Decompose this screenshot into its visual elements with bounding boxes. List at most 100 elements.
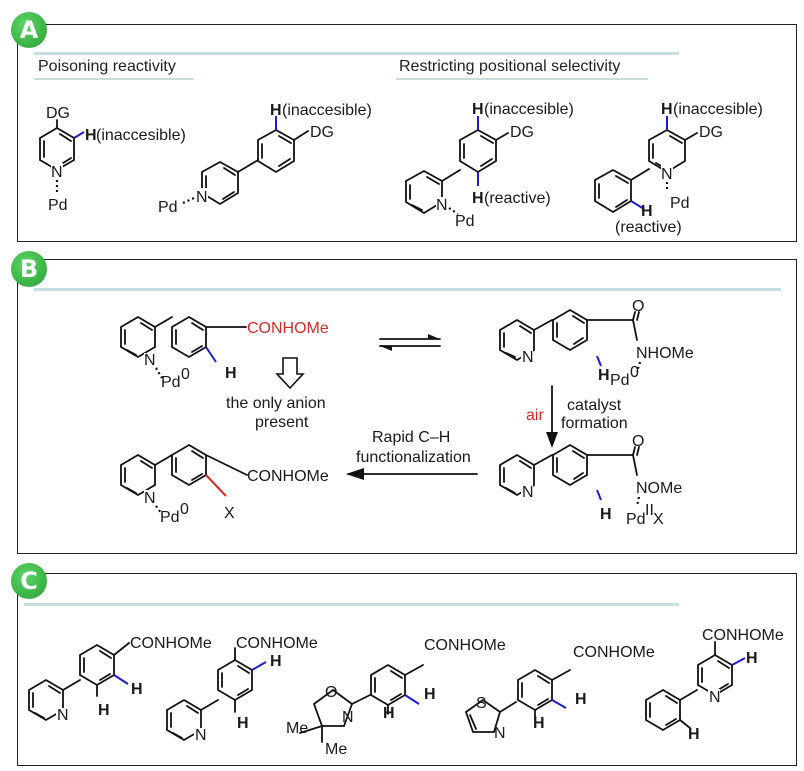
h-label: H [641,203,653,220]
n-label: N [144,490,156,507]
superscript-0: 0 [630,364,639,381]
conhome-label: CONHOMe [702,627,784,644]
h-label: H [688,726,700,743]
structure-b1-substrate: CONHOMe H N Pd 0 [120,315,329,391]
superscript-II: II [645,502,654,519]
n-label: N [661,166,673,183]
o-label: O [325,684,337,701]
h-label: H [661,101,673,118]
inaccessible-label: (inaccesible) [673,101,763,118]
pd-label: Pd [48,197,68,214]
structure-b4-pdII-complex: O NOMe H Pd II X N [499,433,682,528]
equilibrium-arrows-icon [379,334,441,351]
rapid-ch-text: Rapid C–H [372,429,450,446]
pd-label: Pd [161,374,181,391]
conhome-label-red: CONHOMe [247,320,329,337]
superscript-0: 0 [180,501,189,518]
panel-a [17,24,797,242]
inaccessible-label: (inaccesible) [484,101,574,118]
h-label: H [270,102,282,119]
pd-label: Pd [160,509,180,526]
only-anion-text: present [255,414,309,431]
nhome-label: NHOMe [636,345,694,362]
dg-label: DG [699,124,723,141]
pd-label: Pd [610,372,630,389]
catalyst-text: catalyst [567,397,622,414]
rapid-ch-text: functionalization [356,449,471,466]
pd-label: Pd [158,199,178,216]
subtitle-poisoning-reactivity: Poisoning reactivity [38,58,176,75]
dg-label: DG [310,124,334,141]
panel-b [17,259,797,554]
h-label: H [472,190,484,207]
panel-c-header-rule [24,603,679,606]
n-label: N [195,727,207,744]
h-label: H [424,686,436,703]
pd-label: Pd [455,213,475,230]
reactive-label: (reactive) [615,219,682,236]
h-label: H [575,691,587,708]
only-anion-text: the only anion [226,395,326,412]
h-label: H [237,715,249,732]
structure-b2-intermediate: O NHOMe H Pd 0 N [499,298,694,389]
me-label: Me [325,741,347,758]
structure-a3-arylpyridine: H (inaccesible) DG H (reactive) N Pd [405,101,574,230]
subtitle-restricting-selectivity: Restricting positional selectivity [399,58,621,75]
h-label: H [225,365,237,382]
inaccessible-label: (inaccesible) [96,127,186,144]
subtitle-underline [34,78,194,80]
dg-label: DG [510,124,534,141]
n-label: N [51,164,63,181]
n-label: N [144,352,156,369]
me-label: Me [286,720,308,737]
n-label: N [57,707,69,724]
down-arrow-icon [546,385,558,448]
panel-c-badge: C [11,563,47,599]
n-label: N [436,197,448,214]
panel-b-header-rule [34,288,781,291]
substrate-c5-phenylpyridine: CONHOMe H H N [645,627,784,743]
n-label: N [709,689,721,706]
conhome-label: CONHOMe [130,635,212,652]
n-label: N [522,349,534,366]
n-label: N [196,189,208,206]
nome-label: NOMe [636,480,682,497]
h-label: H [598,367,610,384]
n-label: N [522,484,534,501]
inaccessible-label: (inaccesible) [282,102,372,119]
o-label: O [632,433,644,450]
substrate-c1: CONHOMe H H N [28,635,212,724]
s-label: S [476,695,487,712]
x-label: X [224,505,235,522]
left-arrow-icon [346,468,478,480]
o-label: O [632,298,644,315]
substrate-c3-oxazoline: O N Me Me CONHOMe H H [286,637,506,758]
h-label: H [472,101,484,118]
subtitle-underline [396,78,648,80]
panel-a-header-rule [34,52,679,55]
catalyst-text: formation [561,415,628,432]
x-label: X [653,511,664,528]
hollow-down-arrow-icon [275,357,305,390]
h-label: H [600,506,612,523]
h-label: H [98,702,110,719]
conhome-label: CONHOMe [573,644,655,661]
h-label: H [746,650,758,667]
conhome-label: CONHOMe [247,468,329,485]
pd-label: Pd [670,195,690,212]
air-label: air [526,407,544,424]
conhome-label: CONHOMe [236,635,318,652]
pd-label: Pd [626,511,646,528]
n-label: N [342,709,354,726]
h-label: H [533,715,545,732]
structure-a4-phenylpyridine: H (inaccesible) DG N Pd H (reactive) [594,101,763,236]
n-label: N [494,725,506,742]
panel-a-badge: A [11,12,47,48]
h-label: H [85,127,97,144]
substrate-c4-thiazole: S N CONHOMe H H [464,644,655,742]
structure-b3-product: CONHOMe X N Pd 0 [120,443,329,526]
substrate-c2: CONHOMe H H N [166,635,318,744]
structure-a2-phenylpyridine: H (inaccesible) DG N Pd [158,102,372,216]
